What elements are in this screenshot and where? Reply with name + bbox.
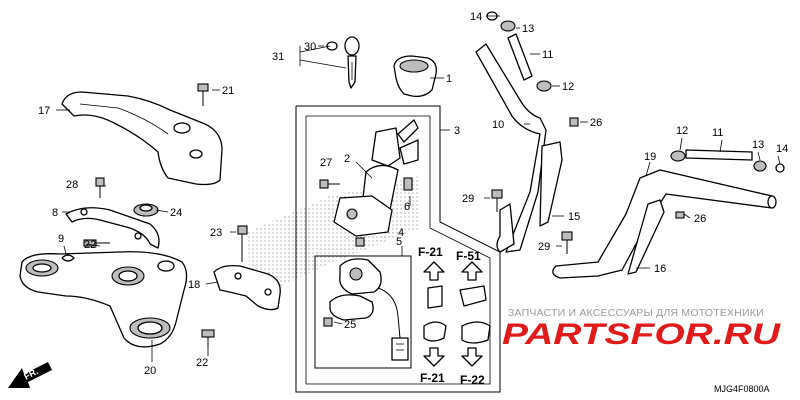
callout-12-right[interactable]: 12: [676, 125, 688, 137]
nut-12-right: [670, 150, 686, 162]
bolt-23-left: [83, 239, 110, 247]
section-ref-f51[interactable]: F-51: [456, 249, 481, 263]
top-cover-part: [61, 91, 223, 186]
callout-21[interactable]: 21: [222, 85, 234, 97]
nut-24: [133, 203, 159, 217]
leader-lines: [56, 15, 781, 362]
diagram-code: MJG4F0800A: [714, 384, 770, 394]
callout-12-top[interactable]: 12: [562, 81, 574, 93]
callout-3[interactable]: 3: [454, 125, 460, 137]
screw-14-right: [775, 163, 785, 173]
handlebar-16: [552, 169, 777, 279]
callout-13-right[interactable]: 13: [752, 139, 764, 151]
bracket-15: [539, 141, 563, 227]
callout-29-bottom[interactable]: 29: [538, 241, 550, 253]
switch-5: [329, 258, 409, 361]
spring-parts: [355, 237, 365, 247]
watermark-tagline: ЗАПЧАСТИ И АКСЕССУАРЫ ДЛЯ МОТОТЕХНИКИ: [508, 307, 764, 319]
callout-18[interactable]: 18: [188, 279, 200, 291]
bottom-bridge-part: [19, 251, 188, 348]
section-ref-f21-bottom[interactable]: F-21: [420, 371, 445, 385]
callout-9[interactable]: 9: [58, 233, 64, 245]
watermark-brand: PARTSFOR.RU: [502, 318, 782, 351]
callout-20[interactable]: 20: [144, 365, 156, 377]
callout-10[interactable]: 10: [492, 119, 504, 131]
callout-31[interactable]: 31: [272, 51, 284, 63]
callout-27[interactable]: 27: [320, 157, 332, 169]
callout-2[interactable]: 2: [344, 153, 350, 165]
callout-1[interactable]: 1: [446, 73, 452, 85]
section-ref-f22[interactable]: F-22: [460, 373, 485, 387]
callout-19[interactable]: 19: [644, 151, 656, 163]
callout-11-top[interactable]: 11: [542, 49, 553, 61]
bar-end-11-top: [507, 33, 533, 81]
screw-25: [323, 317, 333, 327]
front-arrow-icon: FR.: [8, 362, 52, 388]
bar-end-11-right: [685, 149, 753, 161]
section-ref-f21-top[interactable]: F-21: [418, 245, 443, 259]
bolt-26-top: [569, 117, 579, 127]
watermark-brand-text: PARTSFOR.RU: [502, 318, 782, 351]
part-callouts: 1 2 3 4 5 6 8 9 10 11 11 12 12 13 13 14 …: [38, 11, 788, 377]
callout-23[interactable]: 23: [210, 227, 222, 239]
callout-29-top[interactable]: 29: [462, 193, 474, 205]
bolt-29-top: [491, 189, 503, 212]
callout-26-right[interactable]: 26: [694, 213, 706, 225]
keyring-30: [326, 41, 338, 51]
callout-22-bottom[interactable]: 22: [196, 357, 208, 369]
callout-5[interactable]: 5: [396, 236, 402, 248]
callout-6[interactable]: 6: [404, 201, 410, 213]
callout-30[interactable]: 30: [304, 41, 316, 53]
washer-9: [61, 254, 75, 262]
callout-26-top[interactable]: 26: [590, 117, 602, 129]
callout-4[interactable]: 4: [398, 227, 404, 239]
callout-8[interactable]: 8: [52, 207, 58, 219]
callout-15[interactable]: 15: [568, 211, 580, 223]
bolt-29-bottom: [561, 231, 573, 254]
nut-13-top: [500, 20, 516, 32]
handlebar-10: [475, 43, 547, 253]
callout-14-top[interactable]: 14: [470, 11, 482, 23]
key-31: [344, 36, 360, 89]
callout-14-right[interactable]: 14: [776, 143, 788, 155]
bolt-21: [197, 83, 209, 106]
bracket-8: [65, 207, 160, 249]
nut-13-right: [753, 160, 767, 172]
callout-13-top[interactable]: 13: [522, 23, 534, 35]
callout-11-right[interactable]: 11: [712, 127, 723, 139]
bolt-23: [237, 225, 248, 262]
callout-25[interactable]: 25: [344, 319, 356, 331]
bracket-18: [213, 264, 281, 311]
nut-12-top: [536, 80, 552, 92]
callout-24[interactable]: 24: [170, 207, 182, 219]
bolt-22-bottom: [201, 329, 215, 348]
callout-17[interactable]: 17: [38, 105, 50, 117]
section-arrows: [423, 261, 491, 367]
cap-1: [393, 55, 437, 98]
callout-22-left[interactable]: 22: [84, 239, 96, 251]
bolt-26-right: [675, 211, 685, 219]
bracket-16-plate: [627, 199, 665, 275]
assembly-frame-5: [314, 255, 412, 369]
callout-28[interactable]: 28: [66, 179, 78, 191]
callout-16[interactable]: 16: [654, 263, 666, 275]
bolt-28: [95, 177, 105, 198]
bolt-27: [319, 179, 340, 189]
